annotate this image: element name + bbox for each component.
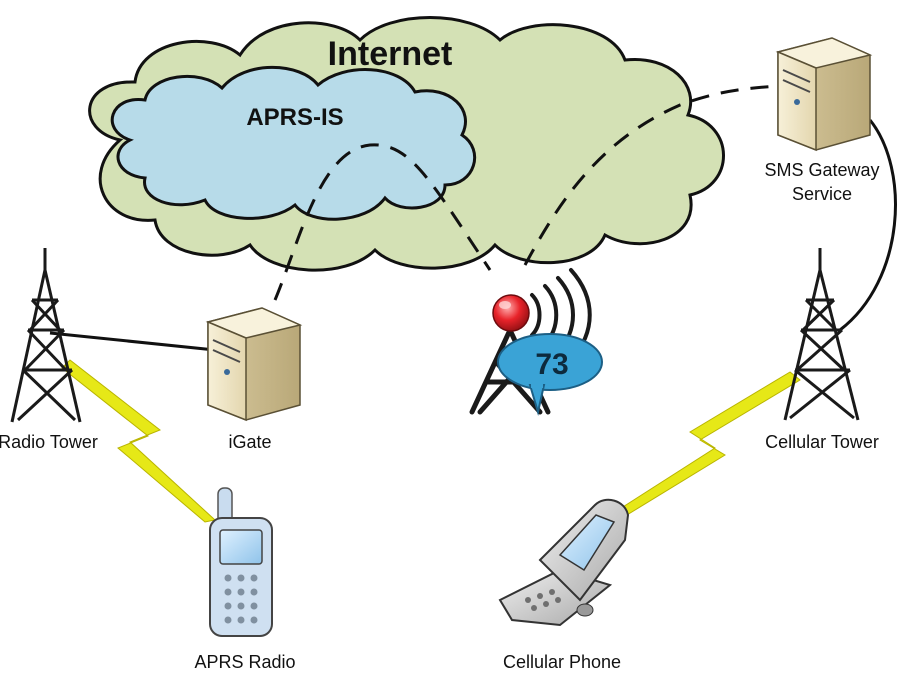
igate-server-icon (205, 307, 303, 422)
dashed-connections (273, 84, 779, 301)
radio-tower-icon (10, 248, 82, 423)
lightning-bolts (61, 359, 801, 523)
sms-gateway-server-icon (775, 37, 873, 152)
aprs-radio-icon (209, 487, 273, 637)
radio-lightning-icon (61, 359, 217, 523)
internet-label: Internet (328, 35, 453, 73)
radio-tower-to-igate-link (49, 331, 216, 352)
solid-connections (49, 119, 897, 352)
sms-gateway-label-line1: SMS Gateway (764, 160, 879, 180)
cellular-tower-label: Cellular Tower (765, 432, 879, 452)
aprs-radio-label: APRS Radio (194, 652, 295, 672)
cellular-phone-label: Cellular Phone (503, 652, 621, 672)
gateway-to-cellular-tower-link (839, 119, 897, 332)
aprs-station-icon: 73 (469, 268, 603, 416)
bubble-text: 73 (535, 348, 568, 381)
sms-gateway-label-line2: Service (792, 184, 852, 204)
beacon-light-icon (492, 294, 530, 332)
igate-to-aprs-is-link (273, 143, 492, 301)
cellular-tower-icon (783, 248, 860, 421)
radio-tower-label: Radio Tower (0, 432, 98, 452)
chat-bubble-icon: 73 (497, 333, 603, 416)
aprs-is-cloud: APRS-IS (110, 65, 477, 221)
aprs-is-label: APRS-IS (246, 104, 343, 131)
cellular-phone-icon (498, 498, 630, 627)
igate-label: iGate (228, 432, 271, 452)
